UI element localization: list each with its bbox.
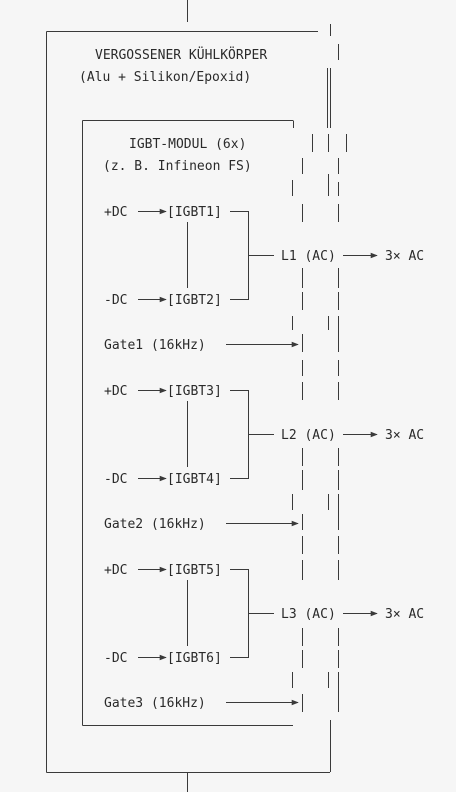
igbt-top-label: [IGBT1] bbox=[167, 205, 222, 220]
phase-output-label: L3 (AC) bbox=[281, 607, 336, 622]
igbt-bottom-label: [IGBT2] bbox=[167, 293, 222, 308]
phase-output-label: L2 (AC) bbox=[281, 428, 336, 443]
gate-label: Gate1 (16kHz) bbox=[104, 338, 206, 353]
ac-output-label: 3× AC bbox=[385, 607, 424, 622]
half-bridge-bracket bbox=[230, 390, 249, 479]
half-bridge-bracket bbox=[230, 569, 249, 658]
igbt-bottom-label: [IGBT6] bbox=[167, 651, 222, 666]
phase-output-label: L1 (AC) bbox=[281, 249, 336, 264]
phase-2: +DC -DC [IGBT3] [IGBT4] L2 (AC) 3× AC Gate2 (1… bbox=[104, 384, 424, 532]
neg-dc-label: -DC bbox=[104, 651, 127, 666]
pos-dc-label: +DC bbox=[104, 563, 127, 578]
phase-groups: +DC -DC [IGBT1] [IGBT2] L1 (AC) 3× AC Gate1 (1… bbox=[104, 205, 424, 711]
igbt-module-box bbox=[82, 120, 329, 726]
ac-output-label: 3× AC bbox=[385, 249, 424, 264]
igbt-top-label: [IGBT3] bbox=[167, 384, 222, 399]
module-subtitle: (z. B. Infineon FS) bbox=[103, 159, 252, 174]
neg-dc-label: -DC bbox=[104, 293, 127, 308]
gate-label: Gate2 (16kHz) bbox=[104, 517, 206, 532]
igbt-bottom-label: [IGBT4] bbox=[167, 472, 222, 487]
neg-dc-label: -DC bbox=[104, 472, 127, 487]
ac-output-label: 3× AC bbox=[385, 428, 424, 443]
half-bridge-bracket bbox=[230, 211, 249, 300]
heatsink-box bbox=[46, 24, 347, 773]
phase-1: +DC -DC [IGBT1] [IGBT2] L1 (AC) 3× AC Gate1 (1… bbox=[104, 205, 424, 353]
igbt-top-label: [IGBT5] bbox=[167, 563, 222, 578]
pos-dc-label: +DC bbox=[104, 205, 127, 220]
gate-label: Gate3 (16kHz) bbox=[104, 696, 206, 711]
module-title: IGBT-MODUL (6x) bbox=[129, 137, 246, 152]
phase-3: +DC -DC [IGBT5] [IGBT6] L3 (AC) 3× AC Gate3 (1… bbox=[104, 563, 424, 711]
heatsink-subtitle: (Alu + Silikon/Epoxid) bbox=[79, 70, 251, 85]
heatsink-title: VERGOSSENER KÜHLKÖRPER bbox=[95, 46, 267, 63]
pos-dc-label: +DC bbox=[104, 384, 127, 399]
